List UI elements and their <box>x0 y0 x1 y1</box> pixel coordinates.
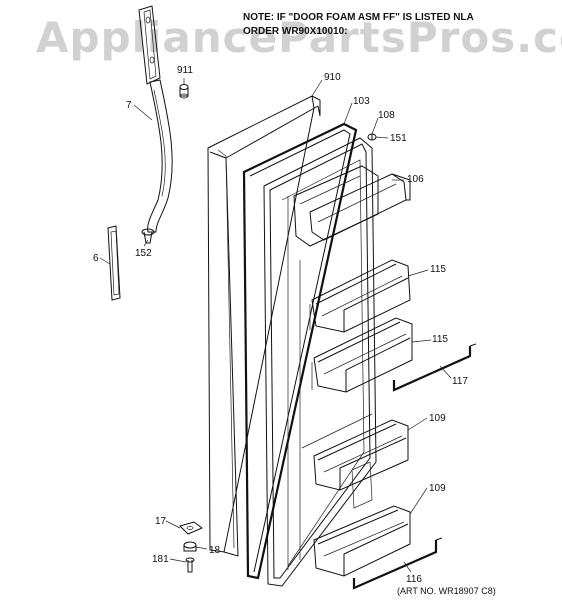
callout-6: 6 <box>93 253 99 264</box>
callout-911: 911 <box>177 65 193 76</box>
callout-109-upper: 109 <box>429 413 446 424</box>
callout-181: 181 <box>152 554 169 565</box>
door-handle <box>147 79 173 233</box>
retainer-bar-116 <box>352 537 443 590</box>
plug-911 <box>179 84 189 99</box>
callout-103: 103 <box>353 96 370 107</box>
dairy-compartment-106 <box>293 165 411 247</box>
callout-117: 117 <box>452 376 468 387</box>
screw-152 <box>141 228 155 244</box>
door-gasket <box>242 122 358 580</box>
bottom-hinge-parts <box>179 521 203 573</box>
callout-152: 152 <box>135 248 152 259</box>
callout-106: 106 <box>407 174 424 185</box>
callout-109-lower: 109 <box>429 483 446 494</box>
watermark: AppliancePartsPros.com <box>36 13 562 62</box>
door-bin-109-lower <box>313 461 411 577</box>
note-line-2: ORDER WR90X10010: <box>243 26 347 37</box>
inner-door-liner <box>263 137 377 587</box>
callout-115-upper: 115 <box>430 264 446 275</box>
callout-115-lower: 115 <box>432 334 448 345</box>
callout-7: 7 <box>126 100 132 111</box>
callout-108: 108 <box>378 110 395 121</box>
callout-17: 17 <box>155 516 167 527</box>
trim-strip <box>107 225 121 301</box>
callout-116: 116 <box>406 574 422 585</box>
outer-door-panel <box>207 95 321 557</box>
hinge-bracket <box>138 5 161 85</box>
note-line-1: NOTE: IF "DOOR FOAM ASM FF" IS LISTED NL… <box>243 12 474 23</box>
callout-151: 151 <box>390 133 407 144</box>
door-bin-115-upper <box>309 259 411 333</box>
leader-lines <box>99 78 452 573</box>
door-bin-109-upper <box>301 413 409 491</box>
callout-18: 18 <box>209 545 221 556</box>
callout-910: 910 <box>324 72 341 83</box>
screw-151 <box>367 133 377 141</box>
retainer-bar-117 <box>392 343 477 392</box>
art-number: (ART NO. WR18907 C8) <box>397 586 496 596</box>
door-bin-115-lower <box>311 317 413 393</box>
